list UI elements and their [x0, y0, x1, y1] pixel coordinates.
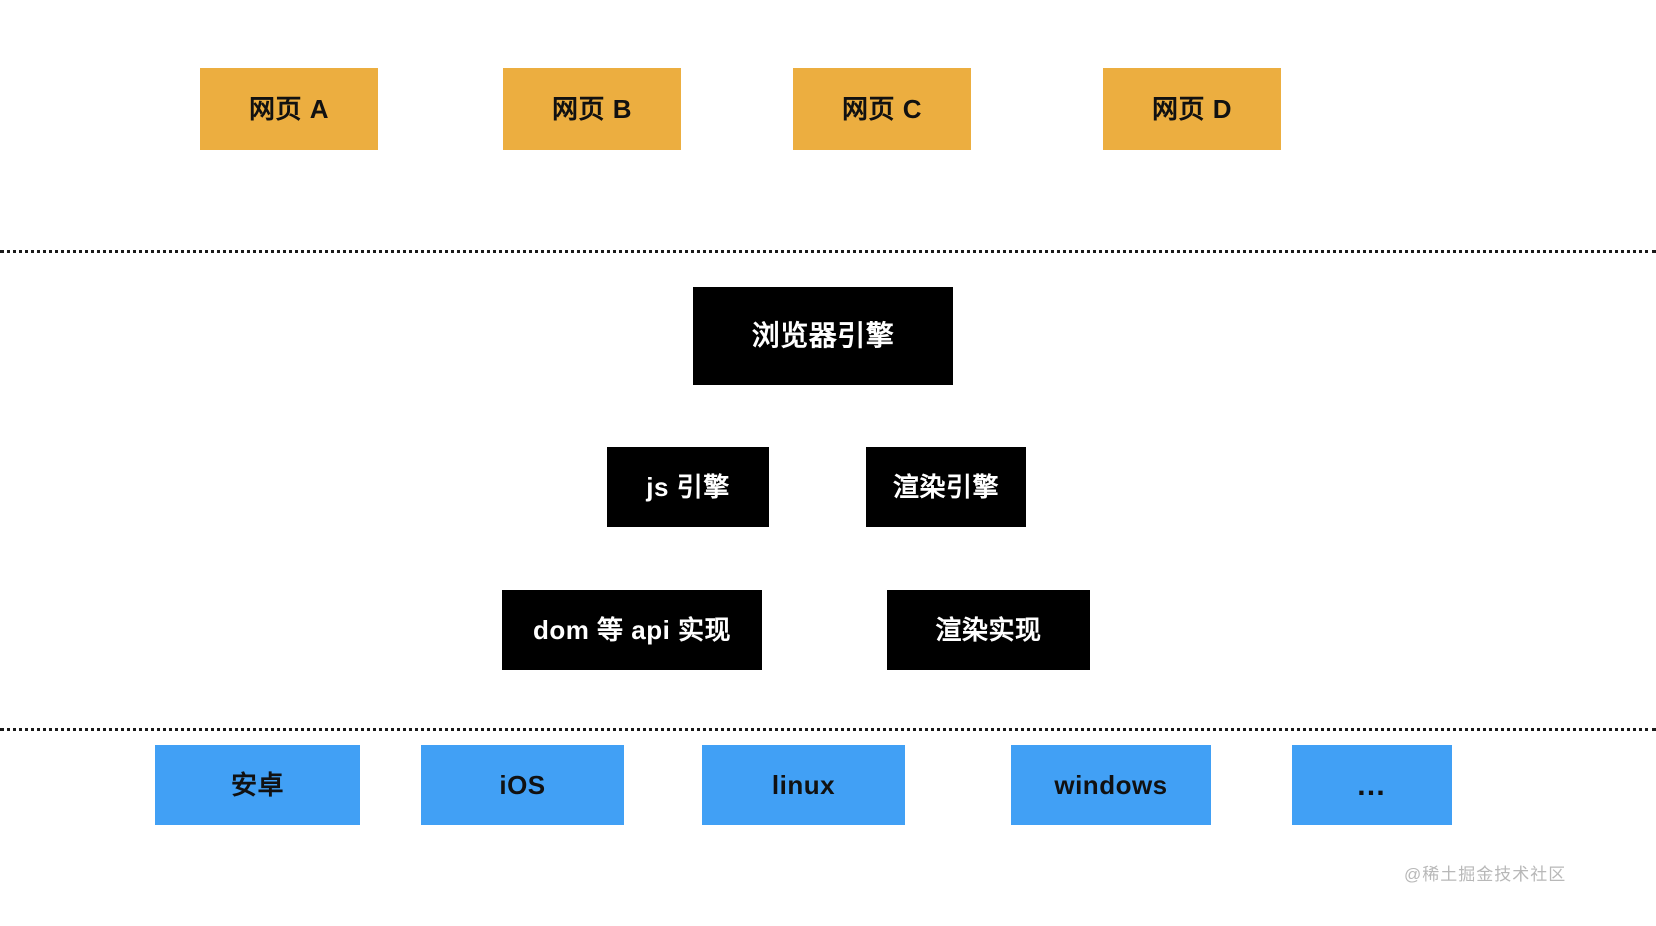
node-page-d[interactable]: 网页 D [1103, 68, 1281, 150]
node-os-windows[interactable]: windows [1011, 745, 1211, 825]
node-dom-api-impl[interactable]: dom 等 api 实现 [502, 590, 762, 670]
node-os-android[interactable]: 安卓 [155, 745, 360, 825]
node-js-engine[interactable]: js 引擎 [607, 447, 769, 527]
divider-pages-engine [0, 250, 1656, 253]
node-os-other[interactable]: … [1292, 745, 1452, 825]
node-page-b[interactable]: 网页 B [503, 68, 681, 150]
node-page-a[interactable]: 网页 A [200, 68, 378, 150]
node-os-linux[interactable]: linux [702, 745, 905, 825]
node-render-impl[interactable]: 渲染实现 [887, 590, 1090, 670]
node-browser-engine[interactable]: 浏览器引擎 [693, 287, 953, 385]
node-page-c[interactable]: 网页 C [793, 68, 971, 150]
watermark: @稀土掘金技术社区 [1404, 865, 1567, 884]
node-os-ios[interactable]: iOS [421, 745, 624, 825]
node-render-engine[interactable]: 渲染引擎 [866, 447, 1026, 527]
divider-engine-os [0, 728, 1656, 731]
